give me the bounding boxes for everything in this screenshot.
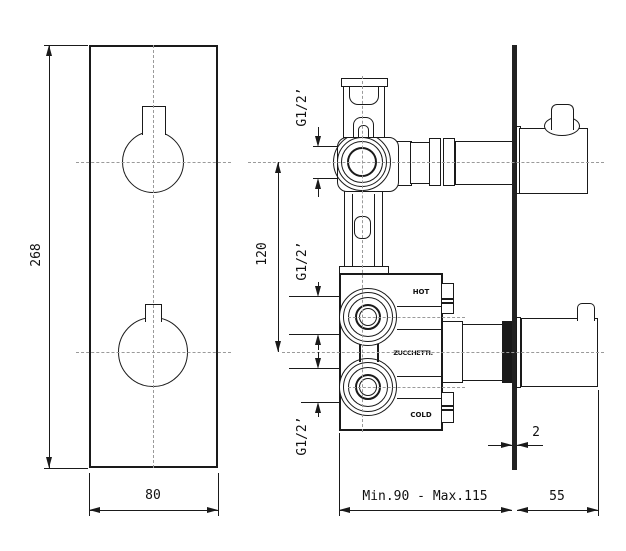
dim-text-height: 268: [29, 243, 44, 267]
ext-line: [44, 468, 88, 469]
hot-port-fitting-line: [441, 298, 454, 300]
ext-line: [339, 433, 340, 516]
arrowhead: [517, 507, 528, 513]
dim-line-depth: [339, 510, 512, 511]
dim-line-268: [49, 45, 50, 468]
arrowhead: [89, 507, 100, 513]
dim-line-2: [517, 445, 543, 446]
leader-line: [318, 188, 319, 197]
dim-text-top-port: G1/2’: [295, 87, 310, 127]
top-outlet-collar: [341, 78, 388, 87]
cold-channel-line: [397, 376, 441, 378]
port-edge-line: [289, 296, 339, 297]
hot-port-fitting-line: [441, 302, 454, 304]
leader-line: [318, 412, 319, 417]
leader-line: [318, 282, 319, 287]
hot-label: HOT: [412, 288, 430, 296]
arrowhead: [46, 45, 52, 56]
top-trim-stem: [551, 104, 574, 130]
vertical-pipe-inner-line: [352, 194, 353, 270]
hot-channel-line: [397, 306, 441, 308]
front-upper-centerline: [76, 162, 231, 163]
front-lower-centerline: [76, 352, 231, 353]
wall-line: [512, 45, 517, 470]
pipe-base-flare: [339, 266, 389, 275]
leader-line: [318, 352, 319, 359]
cold-port-fitting: [441, 392, 454, 423]
vertical-pipe-inner-line: [374, 194, 375, 270]
ext-line: [44, 45, 88, 46]
port-edge-line: [289, 368, 339, 369]
dim-line-2: [488, 445, 512, 446]
top-trim-body: [519, 128, 588, 194]
dim-text-mid-port: G1/2’: [295, 241, 310, 281]
dim-text-width: 80: [145, 488, 161, 503]
dim-line-55: [517, 510, 598, 511]
front-upper-knob-stem: [142, 106, 166, 135]
cold-axis-centerline: [348, 387, 465, 388]
arrowhead: [587, 507, 598, 513]
top-pipe-long-section: [455, 141, 513, 185]
arrowhead: [275, 341, 281, 352]
top-outlet-tab-inner: [358, 125, 369, 138]
dim-line-80: [89, 510, 218, 511]
lower-trim-stem: [577, 303, 595, 321]
leader-line: [318, 344, 319, 350]
ext-line: [218, 473, 219, 516]
top-axis-centerline: [248, 162, 604, 163]
cold-channel-line: [397, 398, 441, 400]
dim-line-120: [278, 162, 279, 352]
cold-label: COLD: [410, 411, 432, 419]
leader-line: [318, 127, 319, 137]
cartridge-neck-line: [377, 344, 379, 362]
cold-port-fitting-line: [441, 409, 454, 411]
ext-line: [89, 473, 90, 516]
dim-text-bottom-port: G1/2’: [295, 416, 310, 456]
arrowhead: [501, 442, 512, 448]
arrowhead: [339, 507, 350, 513]
arrowhead: [315, 136, 321, 147]
arrowhead: [315, 402, 321, 413]
front-vertical-centerline: [153, 45, 154, 468]
arrowhead: [517, 442, 528, 448]
arrowhead: [501, 507, 512, 513]
ext-line: [598, 390, 599, 516]
top-outlet-counterbore: [349, 86, 379, 105]
main-axis-centerline: [282, 352, 604, 353]
dim-text-spacing: 120: [255, 242, 270, 266]
dim-text-trim-depth: 55: [549, 489, 565, 504]
hot-channel-line: [397, 329, 441, 331]
dim-text-depth: Min.90 - Max.115: [362, 489, 488, 504]
arrowhead: [315, 286, 321, 297]
top-outlet-tab: [353, 117, 374, 138]
arrowhead: [207, 507, 218, 513]
port-edge-line: [313, 178, 338, 179]
cartridge-neck-line: [359, 344, 361, 362]
side-vertical-centerline: [362, 76, 363, 432]
arrowhead: [315, 358, 321, 369]
dim-text-wall: 2: [532, 425, 540, 440]
port-edge-line: [313, 146, 338, 147]
brand-label: ZUCCHETTI.: [393, 349, 433, 357]
arrowhead: [46, 457, 52, 468]
hot-axis-centerline: [348, 317, 465, 318]
arrowhead: [315, 178, 321, 189]
cold-port-fitting-line: [441, 405, 454, 407]
arrowhead: [315, 334, 321, 345]
arrowhead: [275, 162, 281, 173]
port-edge-line: [289, 334, 339, 335]
